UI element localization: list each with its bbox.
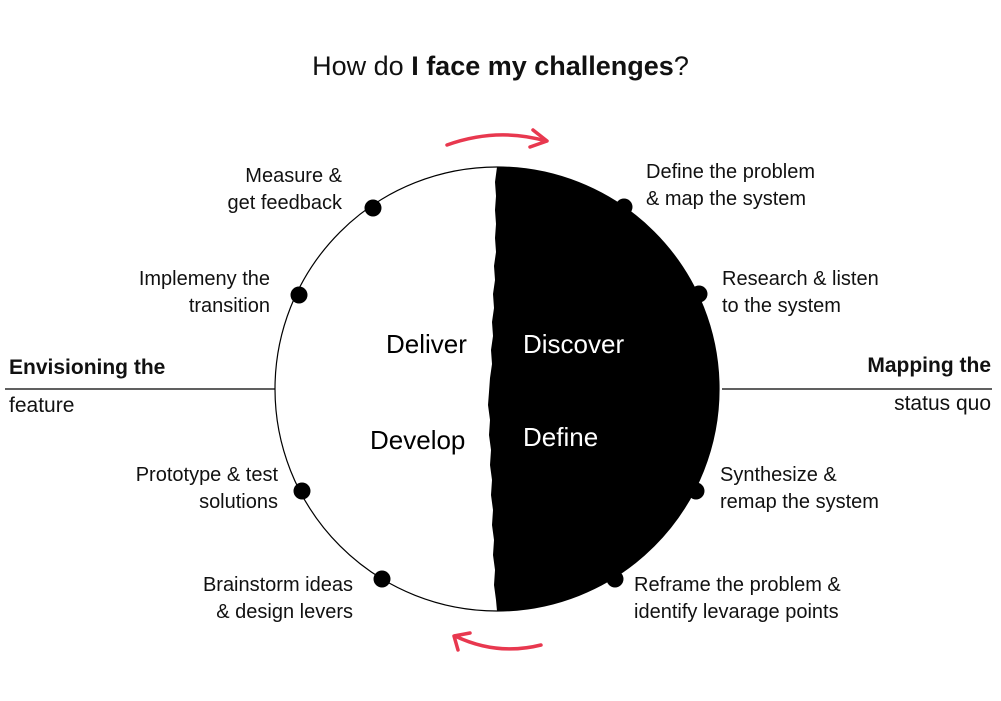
top-arrow-icon	[445, 128, 549, 149]
dot-synthesize	[687, 482, 705, 500]
step-brainstorm-line2: & design levers	[216, 601, 353, 623]
step-prototype-line1: Prototype & test	[135, 464, 278, 486]
bottom-arrow-icon	[452, 631, 543, 652]
step-implement-line2: transition	[188, 295, 270, 317]
dot-measure	[364, 199, 382, 217]
step-prototype-line2: solutions	[199, 491, 278, 513]
dot-implement	[290, 286, 308, 304]
step-reframe-line1: Reframe the problem &	[634, 574, 841, 596]
step-implement-line1: Implemeny the	[138, 268, 270, 290]
dot-reframe	[606, 570, 624, 588]
step-measure-line2: get feedback	[227, 192, 342, 214]
page-title: How do I face my challenges?	[0, 50, 1001, 82]
step-define-problem-line2: & map the system	[646, 188, 807, 210]
dot-define-problem	[615, 198, 633, 216]
title-bold: I face my challenges	[411, 51, 674, 81]
step-prototype: Prototype & test solutions	[136, 462, 278, 516]
left-axis-sub: feature	[9, 394, 75, 417]
step-measure: Measure & get feedback	[227, 163, 342, 217]
right-axis-heading: Mapping the	[867, 354, 991, 377]
phase-deliver: Deliver	[386, 329, 467, 359]
step-synthesize-line1: Synthesize &	[720, 464, 837, 486]
step-research: Research & listen to the system	[722, 266, 879, 320]
right-axis-sub: status quo	[894, 392, 991, 415]
title-suffix: ?	[673, 51, 689, 81]
phase-discover: Discover	[523, 329, 625, 359]
dot-brainstorm	[373, 570, 391, 588]
step-research-line2: to the system	[722, 295, 841, 317]
step-synthesize: Synthesize & remap the system	[720, 462, 879, 516]
step-implement: Implemeny the transition	[139, 266, 270, 320]
step-define-problem: Define the problem & map the system	[646, 159, 815, 213]
dot-prototype	[293, 482, 311, 500]
step-synthesize-line2: remap the system	[720, 491, 879, 513]
step-measure-line1: Measure &	[245, 165, 342, 187]
title-prefix: How do	[312, 51, 412, 81]
step-reframe-line2: identify levarage points	[634, 601, 839, 623]
step-brainstorm: Brainstorm ideas & design levers	[203, 572, 353, 626]
step-research-line1: Research & listen	[722, 268, 879, 290]
step-define-problem-line1: Define the problem	[646, 161, 815, 183]
phase-develop: Develop	[370, 425, 466, 455]
left-axis-heading: Envisioning the	[9, 356, 166, 379]
step-reframe: Reframe the problem & identify levarage …	[634, 572, 841, 626]
dot-research	[690, 285, 708, 303]
dark-half	[488, 167, 719, 611]
step-brainstorm-line1: Brainstorm ideas	[202, 574, 353, 596]
phase-define: Define	[523, 422, 599, 452]
